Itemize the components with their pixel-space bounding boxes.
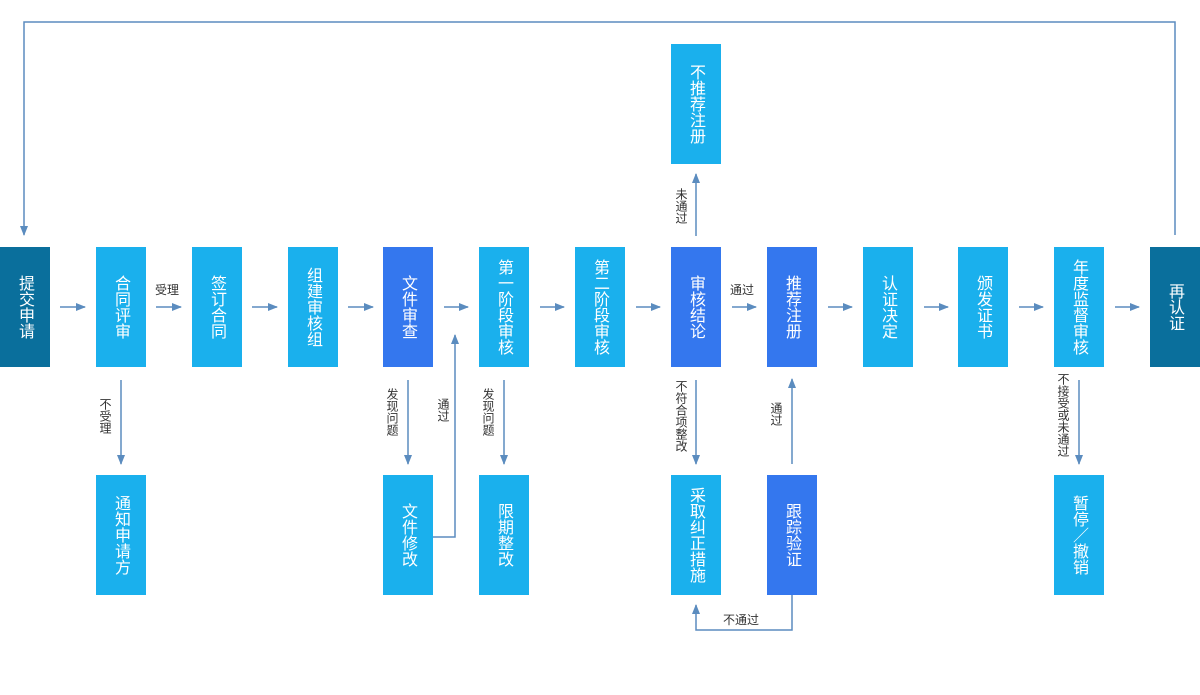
node-not-recommend: 不推荐注册 — [671, 44, 721, 164]
label-nonconform: 不符合项整改 — [674, 380, 688, 452]
node-doc-modify: 文件修改 — [383, 475, 433, 595]
label-not-pass-bottom: 不通过 — [723, 613, 760, 627]
node-doc-review-label: 文件审查 — [399, 275, 418, 339]
node-submit-label: 提交申请 — [16, 275, 35, 339]
node-recert-label: 再认证 — [1166, 283, 1185, 331]
node-stage1: 第一阶段审核 — [479, 247, 529, 367]
label-not-accept-annual: 不接受或未通过 — [1056, 373, 1070, 457]
node-form-team-label: 组建审核组 — [304, 267, 323, 347]
node-notify-label: 通知申请方 — [112, 495, 131, 575]
label-not-accept: 不受理 — [98, 398, 112, 434]
node-issue-cert: 颁发证书 — [958, 247, 1008, 367]
node-doc-review: 文件审查 — [383, 247, 433, 367]
node-follow-up-label: 跟踪验证 — [783, 503, 802, 567]
node-recommend-label: 推荐注册 — [783, 275, 802, 339]
node-decision-label: 认证决定 — [879, 275, 898, 339]
node-submit: 提交申请 — [0, 247, 50, 367]
arrow-followup-fail — [692, 595, 793, 631]
node-stage2: 第二阶段审核 — [575, 247, 625, 367]
node-rectify-deadline-label: 限期整改 — [495, 503, 514, 567]
label-accept: 受理 — [155, 283, 180, 297]
node-doc-modify-label: 文件修改 — [399, 503, 418, 567]
node-contract-review: 合同评审 — [96, 247, 146, 367]
label-pass-follow: 通过 — [769, 402, 783, 426]
node-follow-up: 跟踪验证 — [767, 475, 817, 595]
node-decision: 认证决定 — [863, 247, 913, 367]
node-annual-label: 年度监督审核 — [1070, 259, 1089, 355]
node-stage2-label: 第二阶段审核 — [591, 259, 610, 355]
node-sign-contract: 签订合同 — [192, 247, 242, 367]
node-not-recommend-label: 不推荐注册 — [687, 64, 706, 144]
node-sign-contract-label: 签订合同 — [208, 275, 227, 339]
node-suspend-label: 暂停／撤销 — [1070, 495, 1089, 575]
node-notify: 通知申请方 — [96, 475, 146, 595]
node-rectify-deadline: 限期整改 — [479, 475, 529, 595]
arrow-modify-back — [433, 334, 459, 538]
arrow-recert-loop — [20, 21, 1176, 236]
label-pass-conclusion: 通过 — [730, 283, 755, 297]
label-problem-doc: 发现问题 — [385, 388, 399, 436]
node-recommend: 推荐注册 — [767, 247, 817, 367]
node-stage1-label: 第一阶段审核 — [495, 259, 514, 355]
label-problem-stage1: 发现问题 — [481, 388, 495, 436]
node-corrective: 采取纠正措施 — [671, 475, 721, 595]
node-suspend: 暂停／撤销 — [1054, 475, 1104, 595]
node-recert: 再认证 — [1150, 247, 1200, 367]
node-issue-cert-label: 颁发证书 — [974, 275, 993, 339]
node-conclusion-label: 审核结论 — [687, 275, 706, 339]
node-contract-review-label: 合同评审 — [112, 275, 131, 339]
node-conclusion: 审核结论 — [671, 247, 721, 367]
label-pass-doc: 通过 — [436, 398, 450, 422]
node-corrective-label: 采取纠正措施 — [687, 487, 706, 583]
node-form-team: 组建审核组 — [288, 247, 338, 367]
label-not-pass-top: 未通过 — [674, 188, 688, 224]
node-annual: 年度监督审核 — [1054, 247, 1104, 367]
